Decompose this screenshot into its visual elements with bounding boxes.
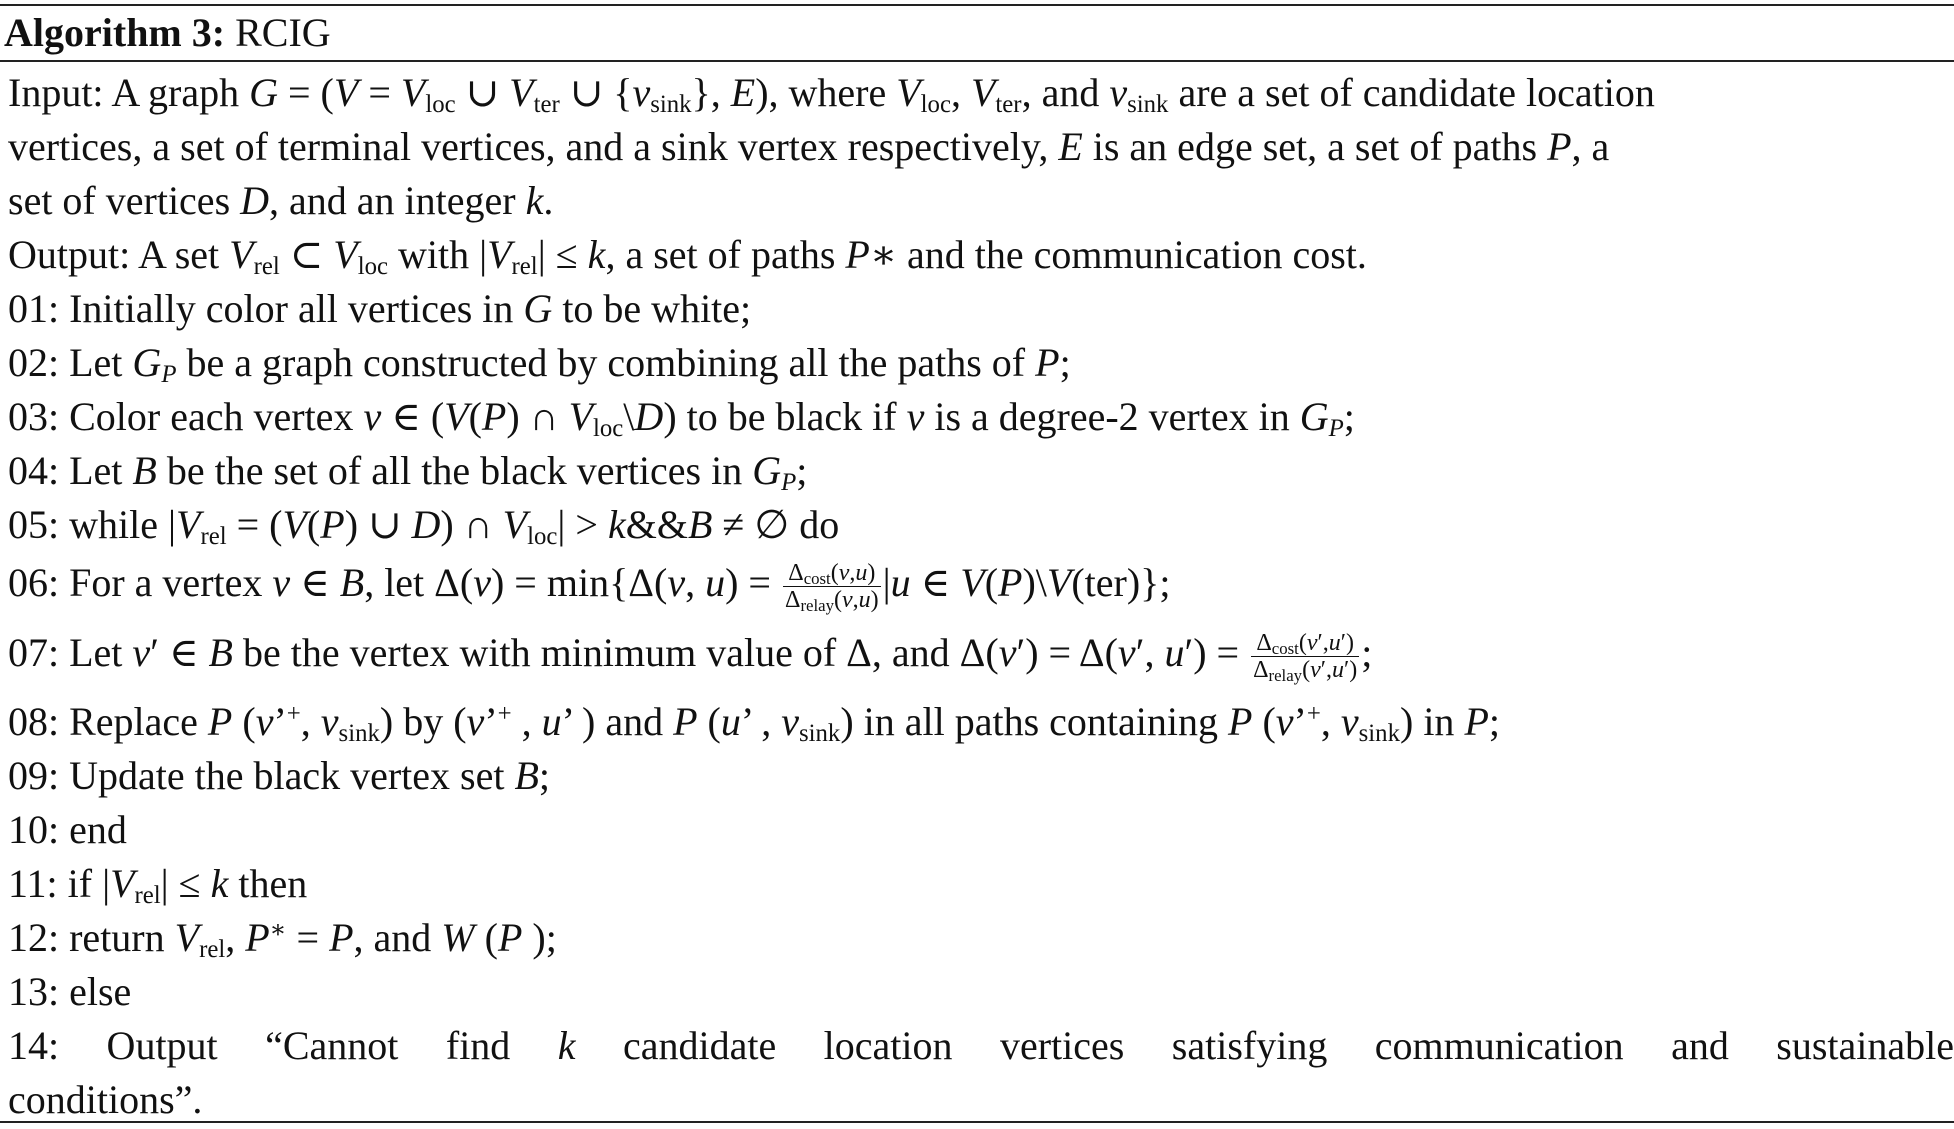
algorithm-label: Algorithm 3: [4, 10, 226, 55]
delta-fraction: Δcost(v,u)Δrelay(v,u) [783, 560, 881, 616]
step-08: 08: Replace P (v’+, vsink) by (v’+ , u’ … [8, 699, 1500, 748]
step-10: 10: end [8, 807, 127, 852]
header-rule [0, 60, 1954, 62]
algorithm-title: Algorithm 3: RCIG [4, 6, 331, 60]
input-line-2: vertices, a set of terminal vertices, an… [8, 124, 1610, 169]
step-13: 13: else [8, 969, 132, 1014]
step-01: 01: Initially color all vertices in G to… [8, 286, 752, 331]
step-12: 12: return Vrel, P∗ = P, and W (P ); [8, 915, 557, 964]
delta-prime-fraction: Δcost(v′,u′)Δrelay(v′,u′) [1251, 630, 1360, 686]
step-07: 07: Let v′ ∈ B be the vertex with minimu… [8, 630, 1373, 686]
top-rule [0, 4, 1954, 6]
step-11: 11: if |Vrel| ≤ k then [8, 861, 308, 910]
algorithm-name: RCIG [235, 10, 331, 55]
step-02: 02: Let GP be a graph constructed by com… [8, 340, 1071, 389]
input-line-1: Input: A graph G = (V = Vloc ∪ Vter ∪ {v… [8, 70, 1655, 119]
output-line: Output: A set Vrel ⊂ Vloc with |Vrel| ≤ … [8, 232, 1367, 281]
step-06: 06: For a vertex v ∈ B, let Δ(v) = min{Δ… [8, 560, 1171, 616]
step-05: 05: while |Vrel = (V(P) ∪ D) ∩ Vloc| > k… [8, 502, 840, 551]
bottom-rule [0, 1121, 1954, 1123]
step-14-line-2: conditions”. [8, 1077, 203, 1122]
step-09: 09: Update the black vertex set B; [8, 753, 551, 798]
step-04: 04: Let B be the set of all the black ve… [8, 448, 808, 497]
step-03: 03: Color each vertex v ∈ (V(P) ∩ Vloc\D… [8, 394, 1355, 443]
input-line-3: set of vertices D, and an integer k. [8, 178, 554, 223]
step-14-line-1: 14: Output “Cannot find k candidate loca… [8, 1023, 1954, 1068]
